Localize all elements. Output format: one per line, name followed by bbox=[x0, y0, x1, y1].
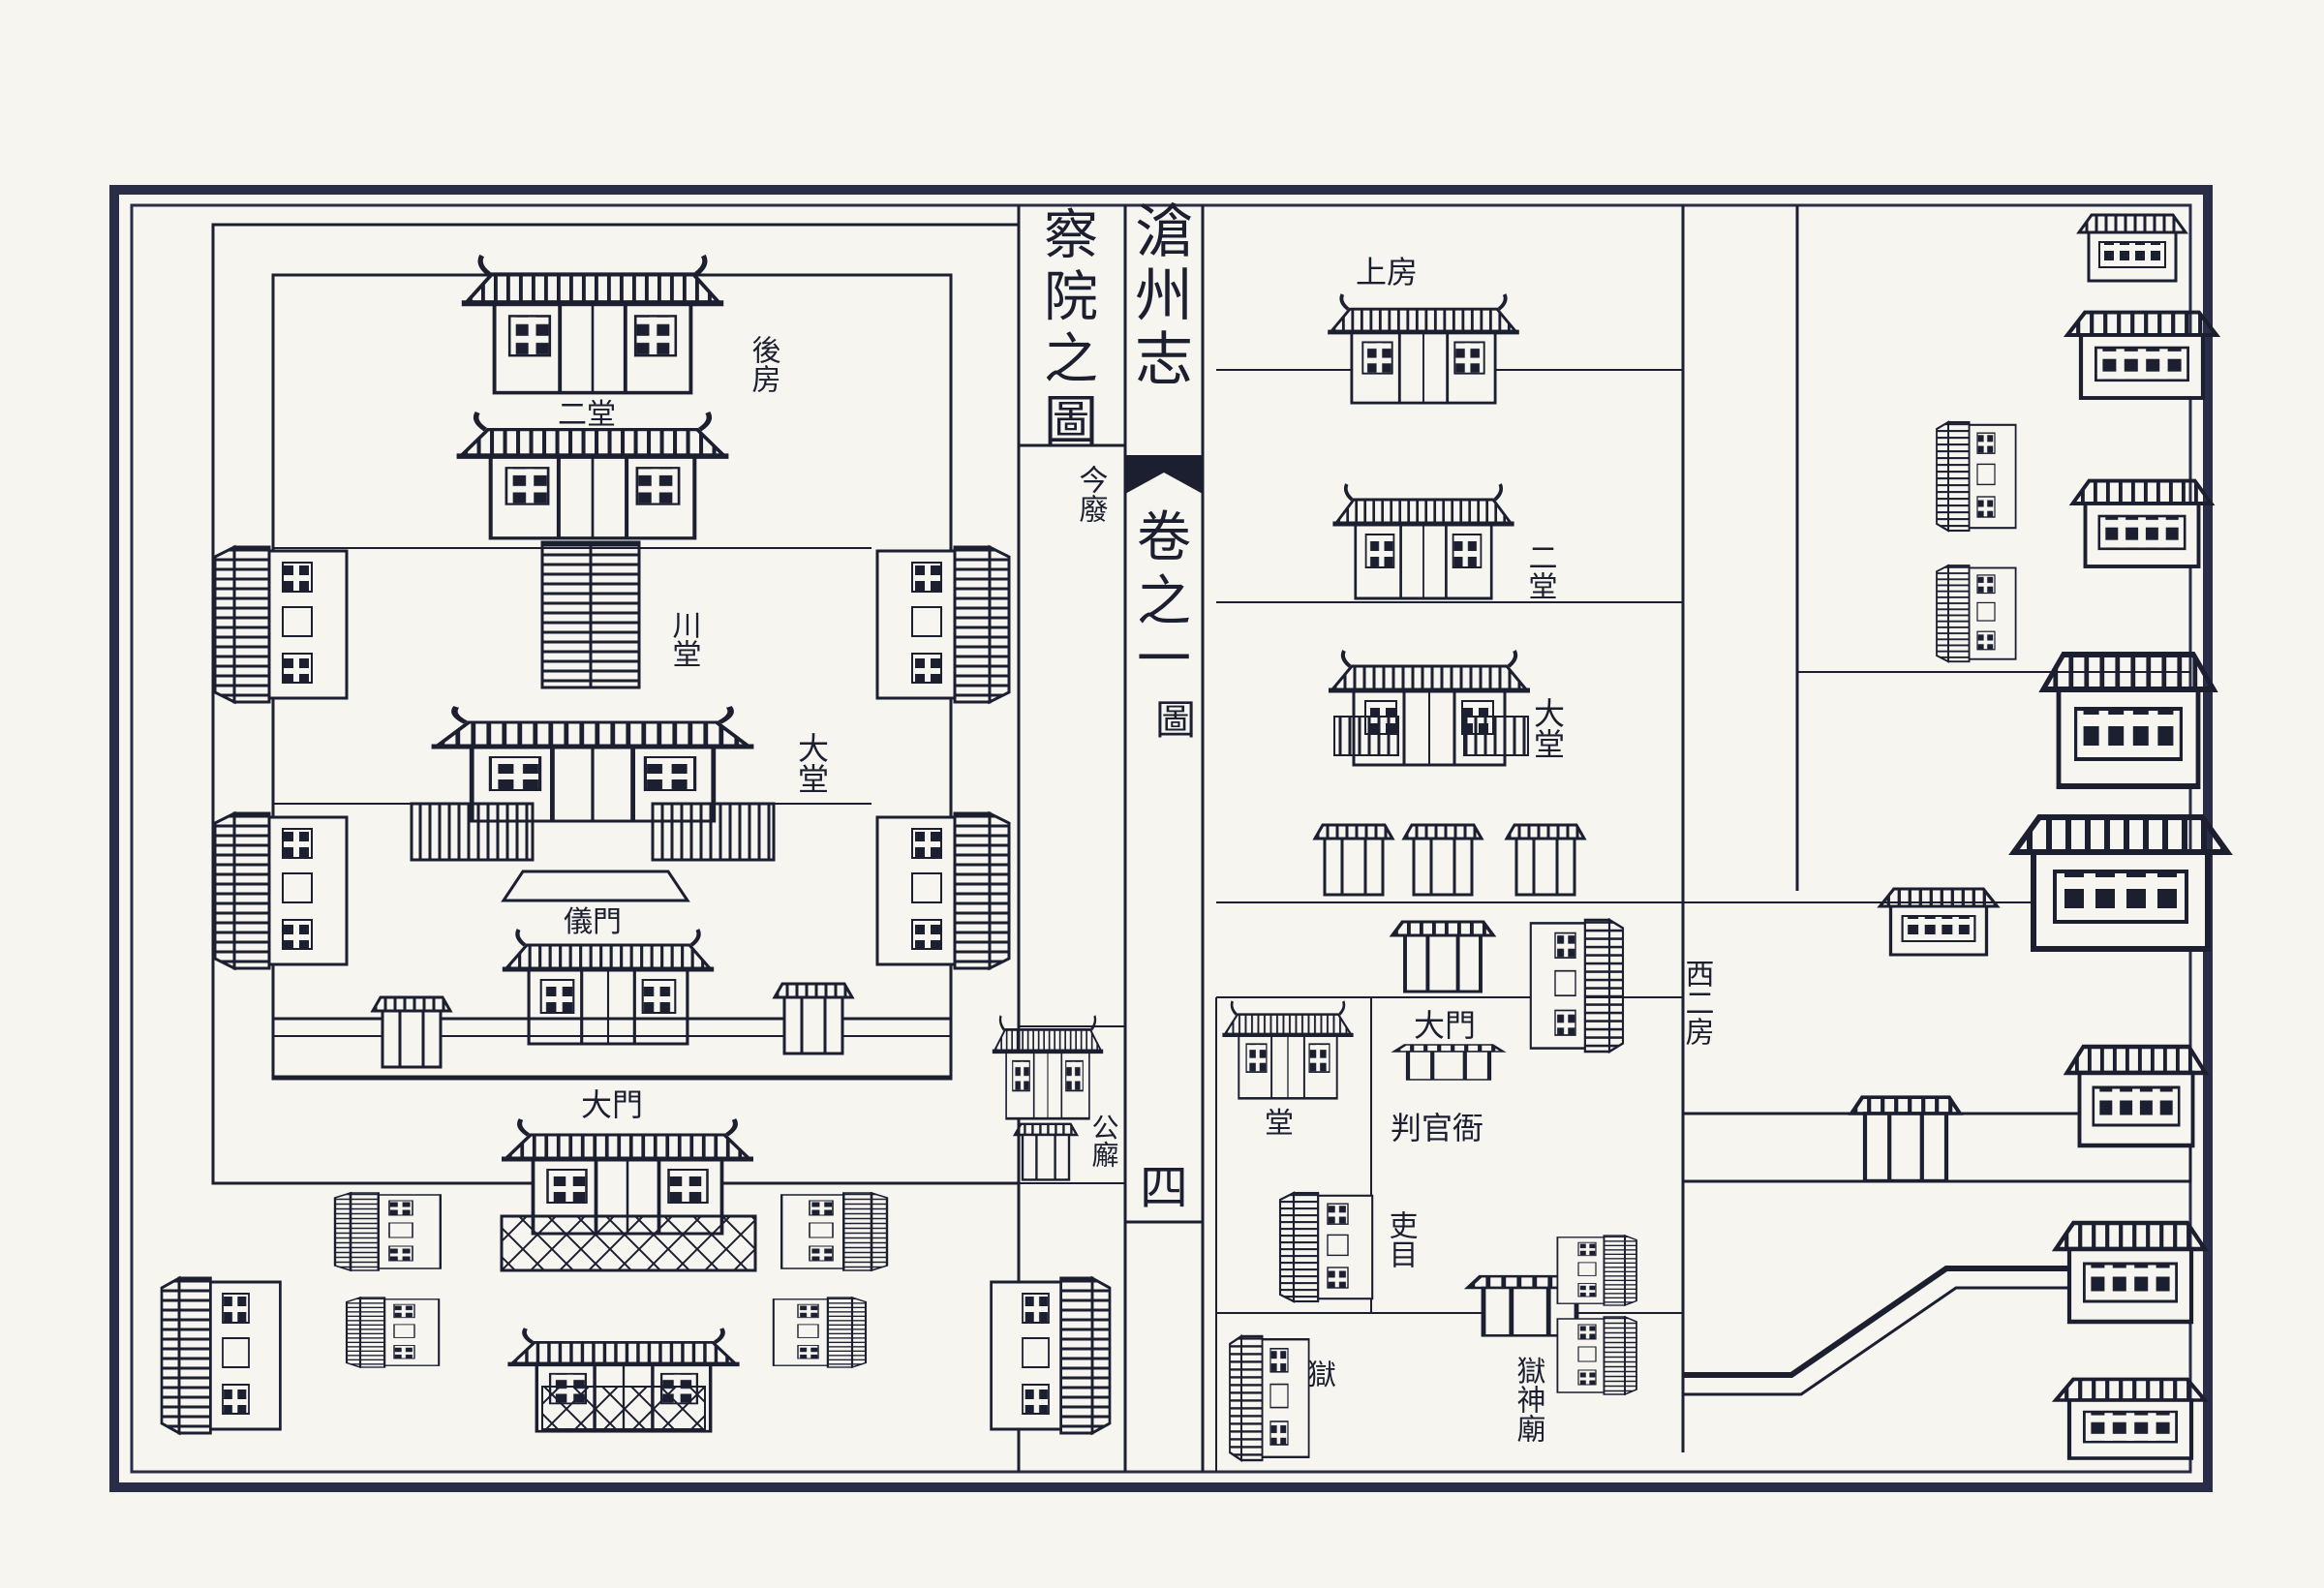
label-main-gate: 大門 bbox=[581, 1086, 643, 1123]
volume-label: 卷 之 一 bbox=[1137, 506, 1191, 691]
main-gate-building bbox=[502, 1119, 757, 1272]
second-hall-building bbox=[457, 412, 729, 689]
left-title-char-3: 之 bbox=[1044, 328, 1098, 391]
fishtail-mark-icon bbox=[1125, 455, 1203, 494]
label-present-note: 今廢 bbox=[1074, 465, 1109, 523]
upper-rooms-building bbox=[1328, 294, 1519, 403]
right-main-gate-building bbox=[1394, 1045, 1503, 1080]
book-title-char-1: 滄 bbox=[1135, 198, 1193, 266]
label-corridor-hall: 川堂 bbox=[667, 610, 702, 668]
category-label: 圖 bbox=[1155, 696, 1196, 744]
left-title-char-2: 院 bbox=[1044, 266, 1098, 329]
volume-char-1: 卷 bbox=[1137, 506, 1191, 569]
west-rooms-building bbox=[1529, 918, 1625, 1054]
label-west-rooms: 西二房 bbox=[1680, 959, 1715, 1046]
label-right-main-hall: 大堂 bbox=[1529, 697, 1566, 759]
main-hall-building bbox=[410, 707, 776, 902]
ceremonial-gate-building bbox=[271, 930, 953, 1079]
book-title-char-2: 州 bbox=[1135, 262, 1193, 330]
right-hall-building bbox=[1222, 1001, 1353, 1098]
rear-rooms-building bbox=[462, 256, 723, 393]
left-title-char-1: 察 bbox=[1044, 204, 1098, 267]
lower-outbuildings bbox=[160, 1191, 1112, 1435]
page-number: 四 bbox=[1140, 1160, 1188, 1216]
right-main-hall-building bbox=[1329, 651, 1530, 765]
left-map bbox=[160, 223, 1125, 1435]
registrar-and-prison bbox=[1228, 1191, 1637, 1462]
public-pavilion-building bbox=[993, 1016, 1103, 1181]
right-second-hall-building bbox=[1332, 484, 1514, 598]
right-map bbox=[1215, 205, 2227, 1472]
left-title-char-4: 圖 bbox=[1044, 390, 1098, 453]
label-right-second-hall: 二堂 bbox=[1523, 542, 1557, 600]
volume-char-2: 之 bbox=[1137, 570, 1191, 633]
label-ceremonial-gate: 儀門 bbox=[564, 905, 622, 939]
label-public-pavilion: 公廨 bbox=[1088, 1114, 1120, 1168]
right-edge-buildings bbox=[1681, 213, 2227, 1458]
label-prison: 獄 bbox=[1307, 1359, 1336, 1392]
label-office: 判官衙 bbox=[1391, 1110, 1483, 1146]
label-rear-rooms: 後房 bbox=[747, 335, 781, 393]
label-prison-shrine: 獄神廟 bbox=[1512, 1356, 1546, 1443]
label-registrar: 吏目 bbox=[1384, 1210, 1418, 1268]
label-upper-rooms: 上房 bbox=[1356, 254, 1418, 290]
label-main-hall: 大堂 bbox=[793, 732, 830, 794]
label-right-main-gate: 大門 bbox=[1414, 1007, 1476, 1044]
book-title-char-3: 志 bbox=[1135, 326, 1193, 394]
volume-char-3: 一 bbox=[1137, 628, 1191, 691]
label-right-hall: 堂 bbox=[1265, 1107, 1294, 1141]
label-second-hall: 二堂 bbox=[558, 398, 616, 432]
